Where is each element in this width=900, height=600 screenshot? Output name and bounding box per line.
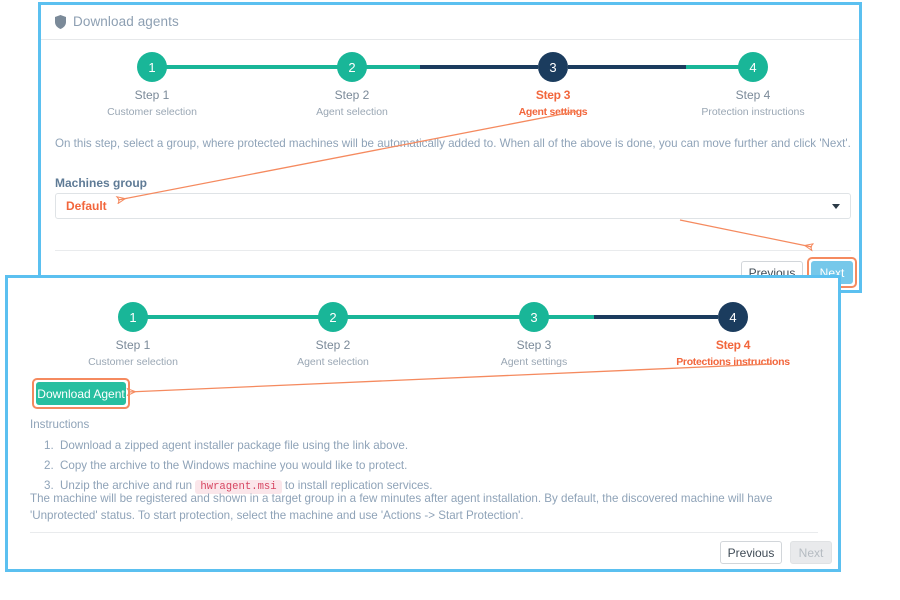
step-subtitle: Customer selection [88, 356, 178, 368]
step-number: 1 [129, 309, 137, 325]
machines-group-select[interactable]: Default [55, 193, 851, 219]
step-subtitle: Customer selection [107, 106, 197, 118]
shield-icon [55, 14, 66, 29]
step-circle-4[interactable]: 4 [718, 302, 748, 332]
stepper-segment-1-2 [146, 315, 332, 319]
step-label-2: Step 2 Agent selection [272, 88, 432, 118]
step-title: Step 2 [334, 88, 370, 102]
step-title: Step 1 [115, 338, 151, 352]
registration-note: The machine will be registered and shown… [30, 492, 773, 523]
stepper-segment-3-4b [686, 65, 753, 69]
step-label-3: Step 3 Agent settings [454, 338, 614, 368]
footer-divider [55, 250, 851, 251]
instructions-heading: Instructions [30, 418, 90, 431]
list-item-text: Download a zipped agent installer packag… [60, 439, 409, 452]
step-title: Step 4 [735, 88, 771, 102]
stepper-top: 1 2 3 4 Step 1 Customer selection Step 2 [41, 52, 859, 122]
step-subtitle: Agent selection [297, 356, 369, 368]
step-label-1: Step 1 Customer selection [72, 88, 232, 118]
list-item-number: 1. [44, 439, 54, 452]
step-label-4: Step 4 Protections instructions [653, 338, 813, 368]
step-label-2: Step 2 Agent selection [253, 338, 413, 368]
step-subtitle: Agent settings [518, 106, 588, 118]
chevron-down-icon [832, 203, 840, 209]
machines-group-label: Machines group [55, 176, 148, 190]
step-subtitle: Agent selection [316, 106, 388, 118]
step-circle-3[interactable]: 3 [519, 302, 549, 332]
list-item-number: 2. [44, 458, 54, 472]
stepper-segment-2-3 [346, 315, 532, 319]
stepper-segment-1-2 [165, 65, 362, 69]
step-title: Step 2 [315, 338, 351, 352]
step-circle-4[interactable]: 4 [738, 52, 768, 82]
list-item-text: Unzip the archive and run [60, 478, 193, 492]
step-number: 2 [348, 59, 356, 75]
step-description: On this step, select a group, where prot… [55, 137, 851, 150]
page-title: Download agents [73, 14, 179, 29]
step-subtitle: Protection instructions [701, 106, 805, 118]
list-item: 2. Copy the archive to the Windows machin… [44, 456, 432, 476]
step-label-3: Step 3 Agent settings [473, 88, 633, 118]
step-number: 3 [549, 59, 557, 75]
step-title: Step 3 [516, 338, 552, 352]
stepper-segment-3-4 [568, 65, 686, 69]
step-circle-1[interactable]: 1 [118, 302, 148, 332]
step-number: 1 [148, 59, 156, 75]
step-circle-1[interactable]: 1 [137, 52, 167, 82]
download-agents-panel-step4: 1 2 3 4 Step 1 Customer selection Step 2 [5, 275, 841, 572]
list-item-text-post: to install replication services. [284, 478, 433, 492]
download-agent-button[interactable]: Download Agent [36, 382, 126, 405]
download-agents-panel-step3: Download agents 1 2 3 4 [38, 2, 862, 293]
step-number: 4 [749, 59, 757, 75]
footer-divider [30, 532, 818, 533]
machines-group-value: Default [66, 199, 107, 213]
stepper-segment-3-4b [594, 315, 718, 319]
step-number: 4 [729, 309, 737, 325]
step-circle-2[interactable]: 2 [318, 302, 348, 332]
step-title: Step 4 [715, 338, 751, 352]
list-item: 1. Download a zipped agent installer pack… [44, 436, 432, 456]
step-circle-2[interactable]: 2 [337, 52, 367, 82]
stepper-segment-2-3b [420, 65, 538, 69]
step-label-4: Step 4 Protection instructions [673, 88, 833, 118]
installer-filename-code: hwragent.msi [195, 479, 282, 494]
stepper-segment-3-4 [546, 315, 594, 319]
instructions-list: 1. Download a zipped agent installer pack… [44, 436, 432, 496]
list-item-text: Copy the archive to the Windows machine … [60, 458, 408, 472]
step-title: Step 1 [134, 88, 170, 102]
step-label-1: Step 1 Customer selection [53, 338, 213, 368]
step-number: 3 [530, 309, 538, 325]
step-title: Step 3 [535, 88, 571, 102]
list-item-number: 3. [44, 478, 54, 492]
step-subtitle: Agent settings [500, 356, 568, 368]
previous-button[interactable]: Previous [720, 541, 782, 564]
stepper-bottom: 1 2 3 4 Step 1 Customer selection Step 2 [8, 302, 838, 372]
card-header: Download agents [41, 5, 859, 40]
next-button: Next [790, 541, 832, 564]
list-item: 3. Unzip the archive and run hwragent.msi… [44, 476, 432, 496]
step-number: 2 [329, 309, 337, 325]
stepper-segment-2-3 [362, 65, 420, 69]
step-circle-3[interactable]: 3 [538, 52, 568, 82]
step-subtitle: Protections instructions [676, 356, 790, 368]
